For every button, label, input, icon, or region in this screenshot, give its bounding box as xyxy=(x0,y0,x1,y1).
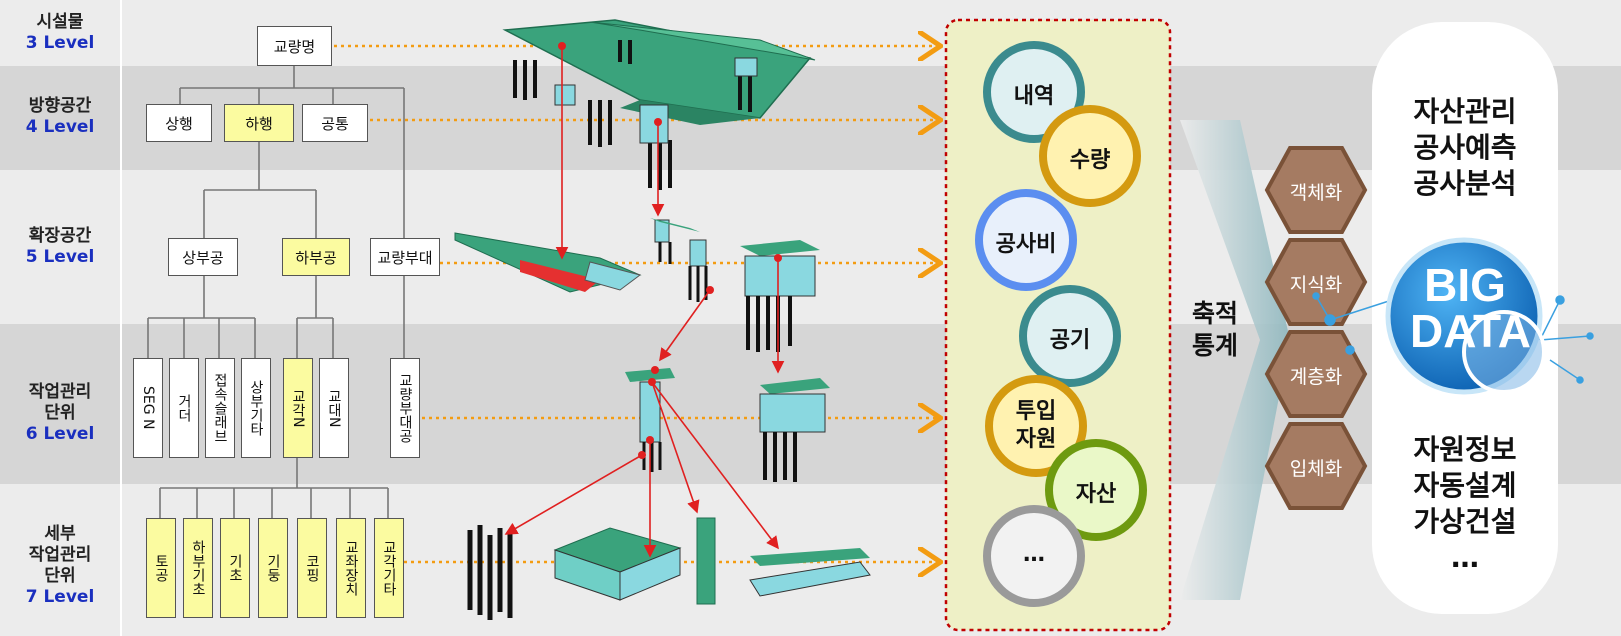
node-substructure[interactable]: 하부공 xyxy=(282,238,350,276)
node-coping-label: 코핑 xyxy=(304,554,320,582)
node-abutment-n-label: 교대N xyxy=(326,388,342,428)
node-earthwork-label: 토공 xyxy=(153,554,169,582)
node-up[interactable]: 상행 xyxy=(146,104,212,142)
right-top-line1: 자산관리 xyxy=(1413,95,1517,128)
circle-asset: 자산 xyxy=(1075,482,1117,507)
superstructure-piece xyxy=(454,232,642,293)
tree-lines xyxy=(147,66,405,518)
circle-more: … xyxy=(1023,542,1045,567)
node-common[interactable]: 공통 xyxy=(302,104,368,142)
level5-number: 5 Level xyxy=(25,247,95,267)
hexagon-stack xyxy=(1264,146,1368,510)
circle-quantity: 수량 xyxy=(1069,148,1111,173)
node-coping[interactable]: 코핑 xyxy=(297,518,327,618)
big-data-line2: DATA xyxy=(1410,305,1531,357)
right-bottom-line2: 자동설계 xyxy=(1413,469,1517,502)
node-girder-label: 거더 xyxy=(176,394,192,422)
node-foundation-label: 기초 xyxy=(227,554,243,582)
big-data-line1: BIG xyxy=(1424,259,1506,311)
circle-resource: 투입 자원 xyxy=(996,398,1076,454)
level4-label: 방향공간 4 Level xyxy=(0,96,120,138)
hex-hierarchy: 계층화 xyxy=(1289,366,1343,388)
node-girder[interactable]: 거더 xyxy=(169,358,199,458)
level4-name: 방향공간 xyxy=(28,96,92,116)
level3-number: 3 Level xyxy=(25,33,95,53)
node-bridge-name[interactable]: 교량명 xyxy=(257,26,332,66)
level4-number: 4 Level xyxy=(25,117,95,137)
node-column[interactable]: 기둥 xyxy=(258,518,288,618)
level5-name: 확장공간 xyxy=(28,226,92,246)
node-column-label: 기둥 xyxy=(265,554,281,582)
node-sub-foundation-label: 하부기초 xyxy=(190,540,206,596)
right-bottom-line3: 가상건설 xyxy=(1413,505,1517,538)
node-pier-n-label: 교각N xyxy=(290,388,306,428)
circle-duration: 공기 xyxy=(1049,328,1091,353)
node-earthwork[interactable]: 토공 xyxy=(146,518,176,618)
level6-number: 6 Level xyxy=(25,424,95,444)
hex-objectify: 객체화 xyxy=(1289,182,1343,204)
node-sub-foundation[interactable]: 하부기초 xyxy=(183,518,213,618)
network-graphic xyxy=(1312,292,1594,384)
right-top-line3: 공사분석 xyxy=(1413,167,1517,200)
right-top-line2: 공사예측 xyxy=(1413,131,1517,164)
node-super-etc[interactable]: 상부기타 xyxy=(241,358,271,458)
node-super-etc-label: 상부기타 xyxy=(248,380,264,436)
level6-label: 작업관리 단위 6 Level xyxy=(0,382,120,445)
column-piece xyxy=(696,517,716,605)
level7-name3: 단위 xyxy=(44,566,76,586)
right-top-text: 자산관리 공사예측 공사분석 xyxy=(1380,94,1550,202)
bridge-illustration-top xyxy=(502,19,816,190)
level7-number: 7 Level xyxy=(25,587,95,607)
node-approach-slab-label: 접속슬래브 xyxy=(212,373,228,443)
piles-piece xyxy=(467,525,513,620)
circle-resource-line2: 자원 xyxy=(1015,427,1057,452)
node-pier-etc[interactable]: 교각기타 xyxy=(374,518,404,618)
node-seg-n-label: SEG N xyxy=(140,386,156,430)
level3-name: 시설물 xyxy=(36,12,84,32)
level5-label: 확장공간 5 Level xyxy=(0,226,120,268)
big-data-logo: BIG DATA xyxy=(1410,259,1531,357)
abutment-piece-2 xyxy=(759,378,830,482)
right-bottom-line4: … xyxy=(1451,541,1479,574)
level7-name2: 작업관리 xyxy=(28,545,92,565)
level7-label: 세부 작업관리 단위 7 Level xyxy=(0,524,120,608)
right-bottom-text: 자원정보 자동설계 가상건설 … xyxy=(1380,432,1550,576)
node-down[interactable]: 하행 xyxy=(224,104,294,142)
substructure-piece xyxy=(650,218,708,302)
node-bearing[interactable]: 교좌장치 xyxy=(336,518,366,618)
label-divider xyxy=(120,0,122,636)
node-superstructure[interactable]: 상부공 xyxy=(168,238,238,276)
footing-piece xyxy=(553,527,682,601)
node-accessory-work[interactable]: 교량부대공 xyxy=(390,358,420,458)
node-bearing-label: 교좌장치 xyxy=(343,540,359,596)
coping-piece xyxy=(749,548,871,597)
right-bottom-line1: 자원정보 xyxy=(1413,433,1517,466)
node-bridge-accessory[interactable]: 교량부대 xyxy=(370,238,440,276)
node-abutment-n[interactable]: 교대N xyxy=(319,358,349,458)
circle-resource-line1: 투입 xyxy=(1015,399,1057,424)
level6-name2: 단위 xyxy=(44,403,76,423)
hex-3d: 입체화 xyxy=(1289,458,1343,480)
level6-name1: 작업관리 xyxy=(28,382,92,402)
accumulate-line2: 통계 xyxy=(1191,331,1238,360)
node-pier-n[interactable]: 교각N xyxy=(283,358,313,458)
level3-label: 시설물 3 Level xyxy=(0,12,120,54)
red-arrows xyxy=(504,46,785,558)
node-seg-n[interactable]: SEG N xyxy=(133,358,163,458)
accumulate-line1: 축적 xyxy=(1191,299,1238,328)
node-foundation[interactable]: 기초 xyxy=(220,518,250,618)
node-pier-etc-label: 교각기타 xyxy=(381,540,397,596)
orange-arrows xyxy=(334,46,938,562)
accumulate-label: 축적 통계 xyxy=(1180,298,1250,362)
circle-bill: 내역 xyxy=(1013,84,1055,109)
accumulate-chevron xyxy=(1180,120,1290,600)
node-approach-slab[interactable]: 접속슬래브 xyxy=(205,358,235,458)
hex-knowledge: 지식화 xyxy=(1289,274,1343,296)
node-accessory-work-label: 교량부대공 xyxy=(397,373,413,443)
level7-name1: 세부 xyxy=(44,524,76,544)
circle-cost: 공사비 xyxy=(995,232,1057,257)
